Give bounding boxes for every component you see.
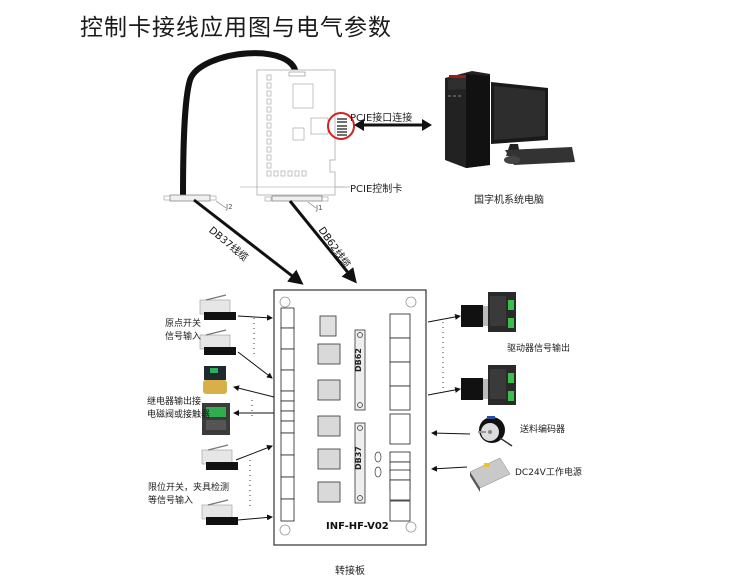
db62-connector-label: DB62 [354, 348, 363, 372]
arrow-limit-switch-1 [235, 445, 273, 461]
arrow-origin-switch-2 [237, 351, 273, 379]
board-label: 转接板 [335, 566, 365, 577]
power-supply-icon [469, 457, 511, 492]
pcie-link-label: PCIE接口连接 [350, 113, 413, 124]
pcie-link-arrow [354, 119, 432, 131]
j2-label: J2 [226, 203, 233, 211]
pcie-card-drawing [240, 69, 355, 209]
limit-switch-label: 限位开关，夹具检测 等信号输入 [148, 483, 230, 506]
computer-monitor [491, 82, 575, 165]
j2-connector [163, 194, 227, 209]
db37-cable-arrow [193, 198, 304, 285]
origin-switch-label: 原点开关 信号输入 [165, 319, 202, 342]
cable-loop [180, 50, 300, 201]
relay-output-label: 继电器输出接 电磁阀或接触器 [147, 397, 211, 420]
encoder-icon [478, 416, 513, 447]
arrow-encoder [431, 430, 471, 437]
pcie-card-label: PCIE控制卡 [350, 184, 403, 195]
servo-driver-icon-1 [461, 292, 516, 332]
encoder-label: 送料编码器 [520, 425, 566, 435]
arrow-limit-switch-2 [237, 514, 273, 521]
j1-label: J1 [316, 204, 323, 212]
db62-cable-arrow [288, 200, 357, 284]
page-title: 控制卡接线应用图与电气参数 [80, 15, 392, 41]
origin-switch-icon-2 [199, 329, 236, 355]
adapter-board [273, 289, 427, 546]
limit-switch-icon-2 [201, 499, 238, 525]
servo-driver-icon-2 [461, 365, 516, 405]
arrow-driver-1 [427, 313, 461, 323]
driver-output-label: 驱动器信号输出 [507, 344, 571, 354]
arrow-power-supply [431, 465, 468, 472]
origin-switch-icon-1 [199, 294, 236, 320]
contactor-icon [202, 403, 230, 435]
computer-tower [445, 71, 490, 168]
db37-connector-label: DB37 [354, 446, 363, 470]
pcie-highlight-circle [327, 112, 355, 140]
arrow-relay-solenoid [233, 385, 275, 398]
arrow-driver-2 [427, 386, 461, 396]
limit-switch-icon-1 [201, 444, 238, 470]
power-supply-label: DC24V工作电源 [515, 468, 582, 478]
computer-label: 国字机系统电脑 [474, 195, 544, 206]
board-model-label: INF-HF-V02 [326, 521, 389, 532]
arrow-origin-switch-1 [237, 314, 273, 321]
solenoid-valve-icon [203, 366, 227, 394]
